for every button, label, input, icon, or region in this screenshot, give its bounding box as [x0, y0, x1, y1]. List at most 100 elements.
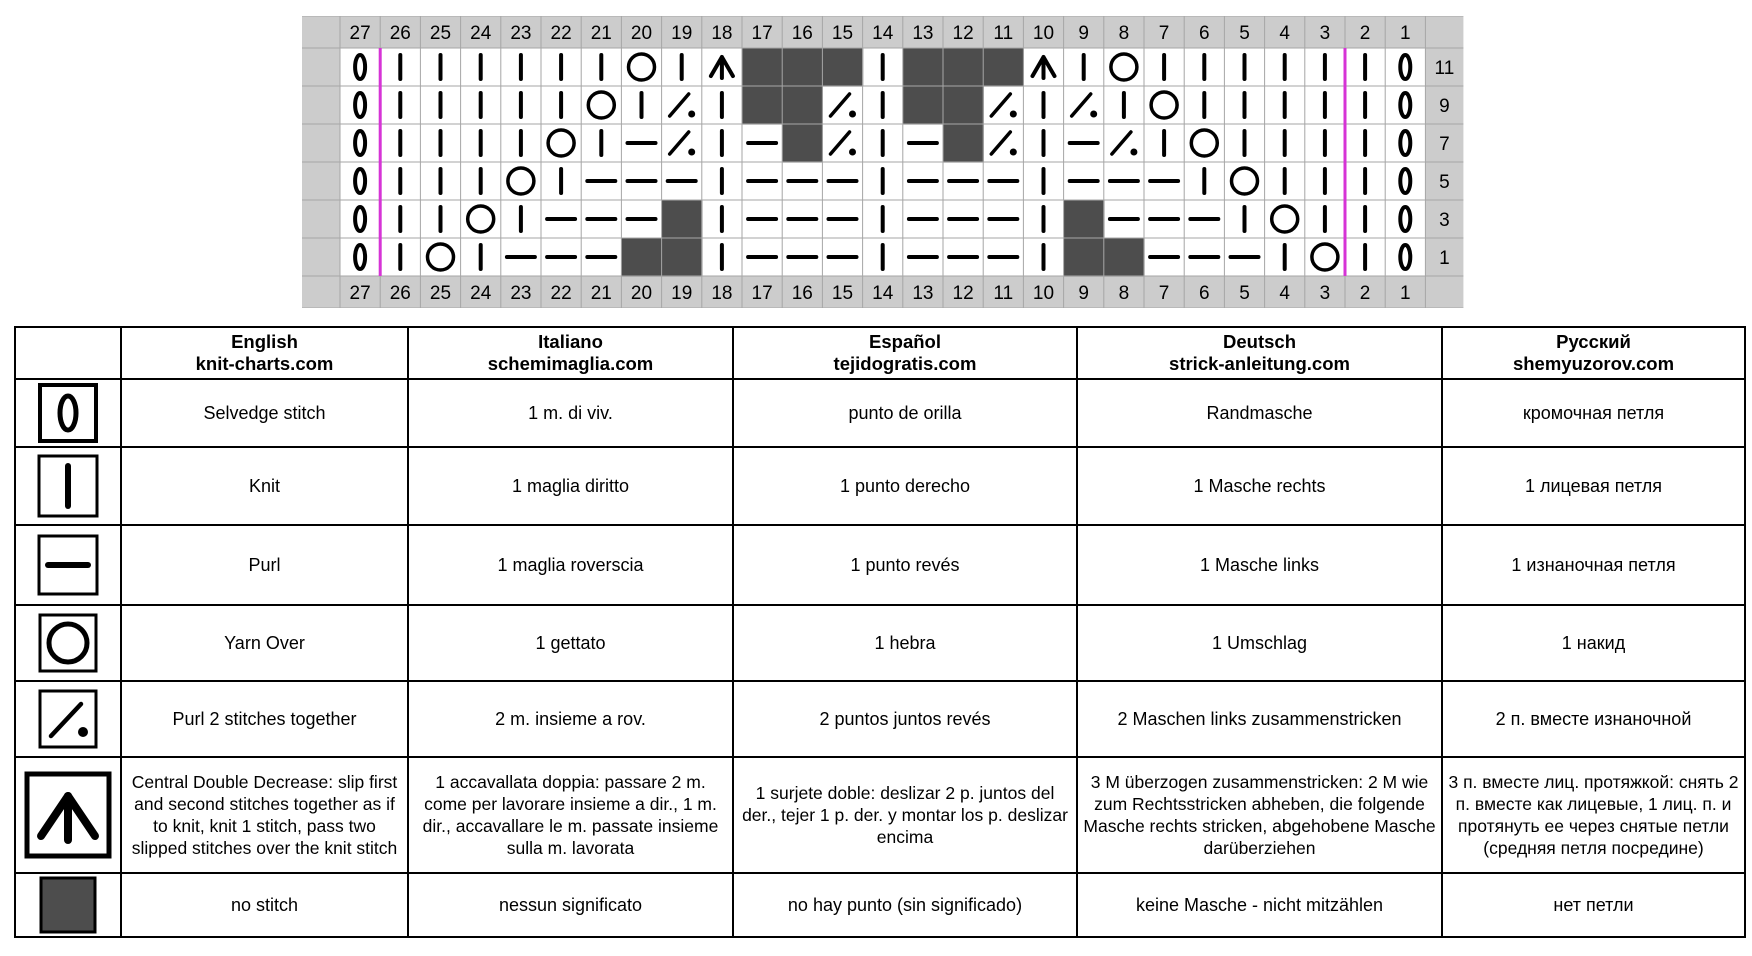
- column-number-bottom: 8: [1119, 283, 1130, 304]
- purl-2-together-dot: [688, 110, 696, 118]
- no-stitch-cell: [1063, 238, 1105, 277]
- column-number-bottom: 14: [872, 283, 894, 304]
- column-number-top: 2: [1360, 23, 1371, 44]
- column-number-top: 26: [390, 23, 411, 44]
- no-stitch-cell: [822, 48, 864, 87]
- row-number: 7: [1439, 134, 1450, 155]
- selvedge-stitch: [1398, 129, 1413, 157]
- selvedge-icon: [38, 383, 98, 443]
- column-number-bottom: 27: [350, 283, 371, 304]
- column-number-top: 4: [1279, 23, 1290, 44]
- no-stitch-cell: [943, 124, 984, 163]
- legend-cell: 3 п. вместе лиц. протяжкой: снять 2 п. в…: [1441, 756, 1746, 874]
- yarn-over-icon: [38, 613, 98, 673]
- column-number-bottom: 22: [551, 283, 572, 304]
- legend-symbol-cell: [14, 378, 122, 448]
- column-number-bottom: 20: [631, 283, 652, 304]
- legend-cell: 1 maglia roverscia: [407, 524, 734, 606]
- column-number-bottom: 17: [752, 283, 773, 304]
- legend-cell: 1 лицевая петля: [1441, 446, 1746, 526]
- no-stitch-cell: [742, 48, 783, 87]
- yarn-over-stitch: [546, 128, 576, 158]
- legend-cell: 1 m. di viv.: [407, 378, 734, 448]
- column-number-bottom: 9: [1078, 283, 1089, 304]
- column-number-top: 7: [1159, 23, 1170, 44]
- central-double-decrease-icon: [24, 771, 112, 859]
- legend-row-no-stitch: no stitch nessun significato no hay punt…: [14, 872, 1746, 938]
- chart-grid: 2727262625252424232322222121202019191818…: [302, 16, 1464, 308]
- column-number-bottom: 2: [1360, 283, 1371, 304]
- yarn-over-stitch: [465, 204, 496, 234]
- column-number-top: 23: [510, 23, 531, 44]
- legend-cell: Randmasche: [1076, 378, 1443, 448]
- purl-2-together-stitch: [1069, 92, 1093, 118]
- selvedge-stitch: [1398, 91, 1413, 119]
- purl-2-together-stitch: [989, 130, 1013, 156]
- selvedge-stitch: [1398, 167, 1413, 195]
- legend-cell: 1 Masche links: [1076, 524, 1443, 606]
- purl-2-together-dot: [688, 148, 696, 156]
- column-number-bottom: 10: [1033, 283, 1054, 304]
- column-number-bottom: 25: [430, 283, 451, 304]
- row-number: 11: [1435, 58, 1455, 79]
- column-number-bottom: 3: [1320, 283, 1331, 304]
- column-number-top: 1: [1400, 23, 1411, 44]
- row-number: 9: [1439, 96, 1450, 117]
- column-number-bottom: 26: [390, 283, 411, 304]
- column-number-top: 18: [711, 23, 732, 44]
- legend-cell: кромочная петля: [1441, 378, 1746, 448]
- legend-cell: 2 m. insieme a rov.: [407, 680, 734, 758]
- legend-row-knit: Knit 1 maglia diritto 1 punto derecho 1 …: [14, 446, 1746, 526]
- column-number-top: 11: [993, 23, 1013, 44]
- no-stitch-cell: [943, 86, 984, 125]
- legend-cell: 2 п. вместе изнаночной: [1441, 680, 1746, 758]
- no-stitch-cell: [902, 48, 944, 87]
- no-stitch-icon: [39, 876, 97, 934]
- legend-cell: Yarn Over: [120, 604, 409, 682]
- no-stitch-cell: [902, 86, 944, 125]
- column-number-bottom: 6: [1199, 283, 1210, 304]
- legend-row-yarn-over: Yarn Over 1 gettato 1 hebra 1 Umschlag 1…: [14, 604, 1746, 682]
- legend-cell: keine Masche - nicht mitzählen: [1076, 872, 1443, 938]
- column-number-top: 9: [1078, 23, 1089, 44]
- yarn-over-stitch: [1229, 166, 1260, 196]
- selvedge-stitch: [353, 167, 368, 195]
- column-number-top: 12: [953, 23, 974, 44]
- legend-cell: 1 maglia diritto: [407, 446, 734, 526]
- purl-2-together-dot: [849, 110, 856, 118]
- legend-symbol-cell: [14, 524, 122, 606]
- column-number-bottom: 18: [711, 283, 732, 304]
- yarn-over-stitch: [626, 52, 657, 82]
- legend-cell: 1 punto derecho: [732, 446, 1078, 526]
- column-number-top: 5: [1239, 23, 1250, 44]
- legend-cell: punto de orilla: [732, 378, 1078, 448]
- no-stitch-cell: [943, 48, 984, 87]
- selvedge-stitch: [1398, 243, 1413, 271]
- legend-cell: nessun significato: [407, 872, 734, 938]
- legend-cell: 1 gettato: [407, 604, 734, 682]
- legend-cell: 1 Umschlag: [1076, 604, 1443, 682]
- legend-cell: 1 изнаночная петля: [1441, 524, 1746, 606]
- purl-2-together-dot: [1130, 148, 1138, 156]
- yarn-over-stitch: [1310, 242, 1340, 272]
- column-number-bottom: 11: [993, 283, 1013, 304]
- legend-cell: 2 puntos juntos revés: [732, 680, 1078, 758]
- column-number-bottom: 4: [1279, 283, 1290, 304]
- legend-cell: Central Double Decrease: slip first and …: [120, 756, 409, 874]
- purl-2-together-icon: [38, 689, 98, 749]
- legend-cell: нет петли: [1441, 872, 1746, 938]
- column-number-top: 15: [832, 23, 853, 44]
- legend-cell: 1 Masche rechts: [1076, 446, 1443, 526]
- legend-cell: 3 M überzogen zusammenstricken: 2 M wie …: [1076, 756, 1443, 874]
- yarn-over-stitch: [425, 242, 456, 272]
- selvedge-stitch: [353, 53, 368, 81]
- legend-cell: 1 punto revés: [732, 524, 1078, 606]
- no-stitch-cell: [782, 124, 823, 163]
